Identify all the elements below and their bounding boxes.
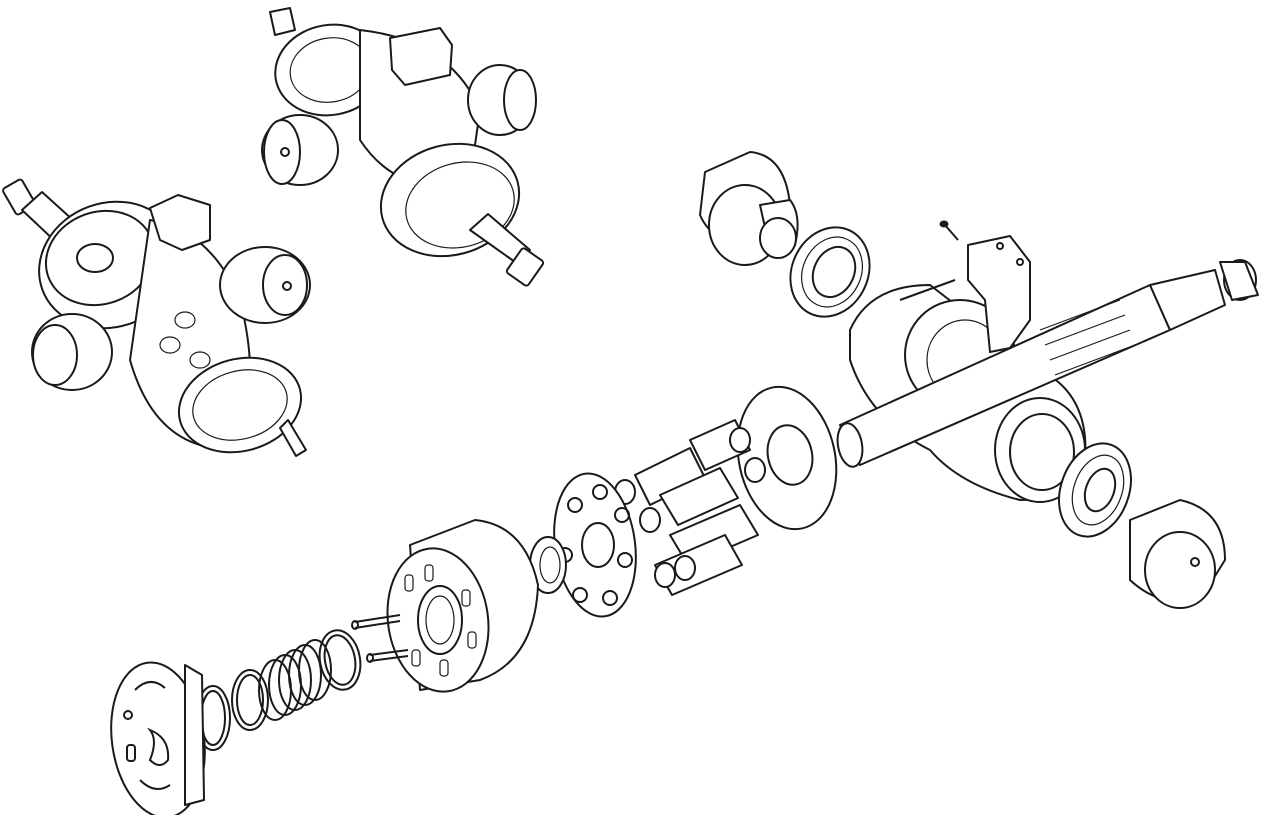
assembled-unit-left (2, 178, 311, 457)
assembled-unit-top (261, 7, 545, 287)
snap-ring (318, 629, 362, 691)
tapered-roller-bearing (1058, 442, 1132, 538)
thrust-washer (736, 385, 838, 531)
piston-shoes (614, 419, 766, 596)
cylinder-block (386, 519, 539, 693)
drive-shaft (836, 259, 1259, 468)
cylinder-spring (231, 639, 332, 731)
spring-pins (351, 614, 409, 663)
set-screw (939, 220, 959, 241)
ball-bearing-upper (789, 226, 871, 318)
valve-plate (110, 661, 206, 819)
end-cap-lower (1129, 499, 1226, 609)
retainer-plate (553, 472, 637, 618)
end-cap-upper (699, 151, 799, 266)
